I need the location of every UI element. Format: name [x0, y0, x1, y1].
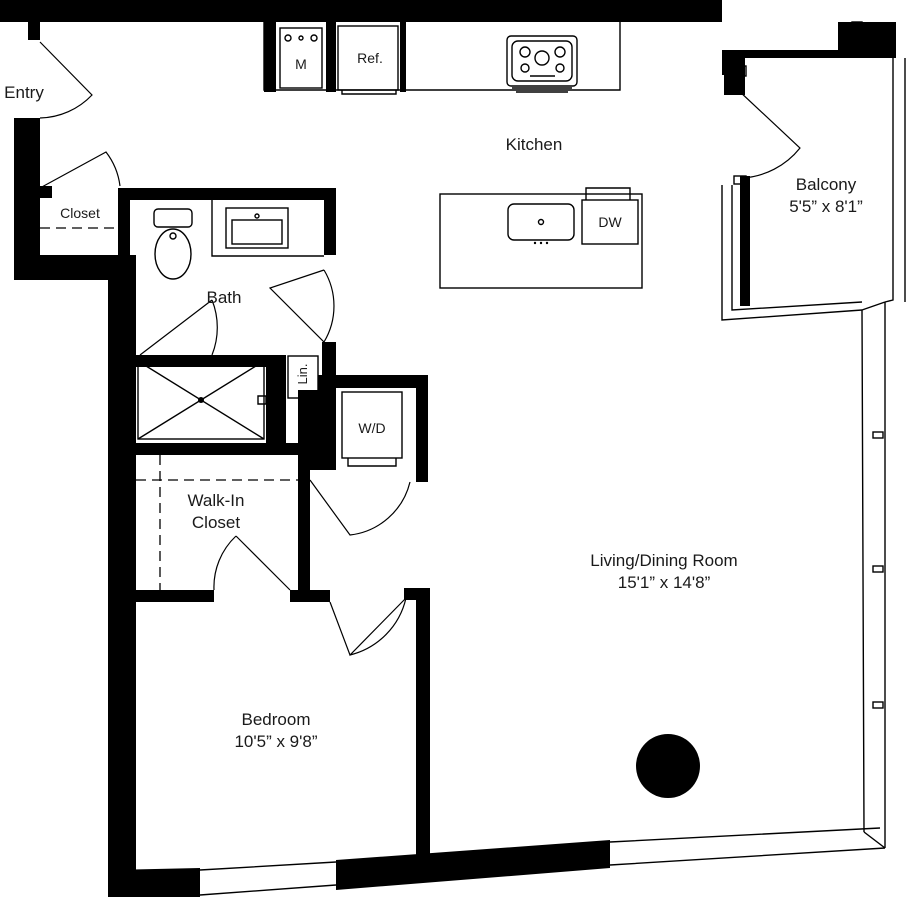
kitchen-island: DW — [439, 187, 643, 289]
balcony-dimensions: 5'5” x 8'1” — [789, 197, 863, 216]
refrigerator — [337, 25, 399, 91]
microwave — [279, 27, 323, 89]
microwave-label: M — [295, 56, 307, 72]
living-dining-dimensions: 15'1” x 14'8” — [618, 573, 711, 592]
bathroom-fixtures: Lin. W/D — [137, 200, 403, 467]
linen-closet — [287, 355, 319, 399]
structural-column-icon — [636, 734, 700, 798]
walkin-closet-label-line1: Walk-In — [188, 491, 245, 510]
toilet-icon — [153, 208, 193, 280]
closet-label: Closet — [60, 205, 100, 221]
doors — [39, 41, 801, 657]
bedroom-dimensions: 10'5” x 9'8” — [234, 732, 317, 751]
dishwasher — [581, 199, 639, 245]
vanity-sink-icon — [211, 200, 324, 257]
interior-walls — [118, 188, 430, 858]
refrigerator-label: Ref. — [357, 50, 383, 66]
entry-label: Entry — [4, 83, 44, 102]
range-cooktop-icon — [506, 35, 578, 93]
shower-icon — [137, 360, 267, 440]
bedroom-label: Bedroom — [242, 710, 311, 729]
washer-dryer-label: W/D — [358, 420, 385, 436]
living-dining-label: Living/Dining Room — [590, 551, 737, 570]
kitchen-label: Kitchen — [506, 135, 563, 154]
washer-dryer — [341, 391, 403, 467]
kitchen-counter: M Ref. — [263, 22, 621, 95]
balcony-label: Balcony — [796, 175, 857, 194]
bath-label: Bath — [207, 288, 242, 307]
kitchen-sink-icon — [507, 203, 575, 245]
walkin-closet-label-line2: Closet — [192, 513, 240, 532]
linen-label: Lin. — [295, 364, 310, 385]
dishwasher-label: DW — [598, 214, 622, 230]
